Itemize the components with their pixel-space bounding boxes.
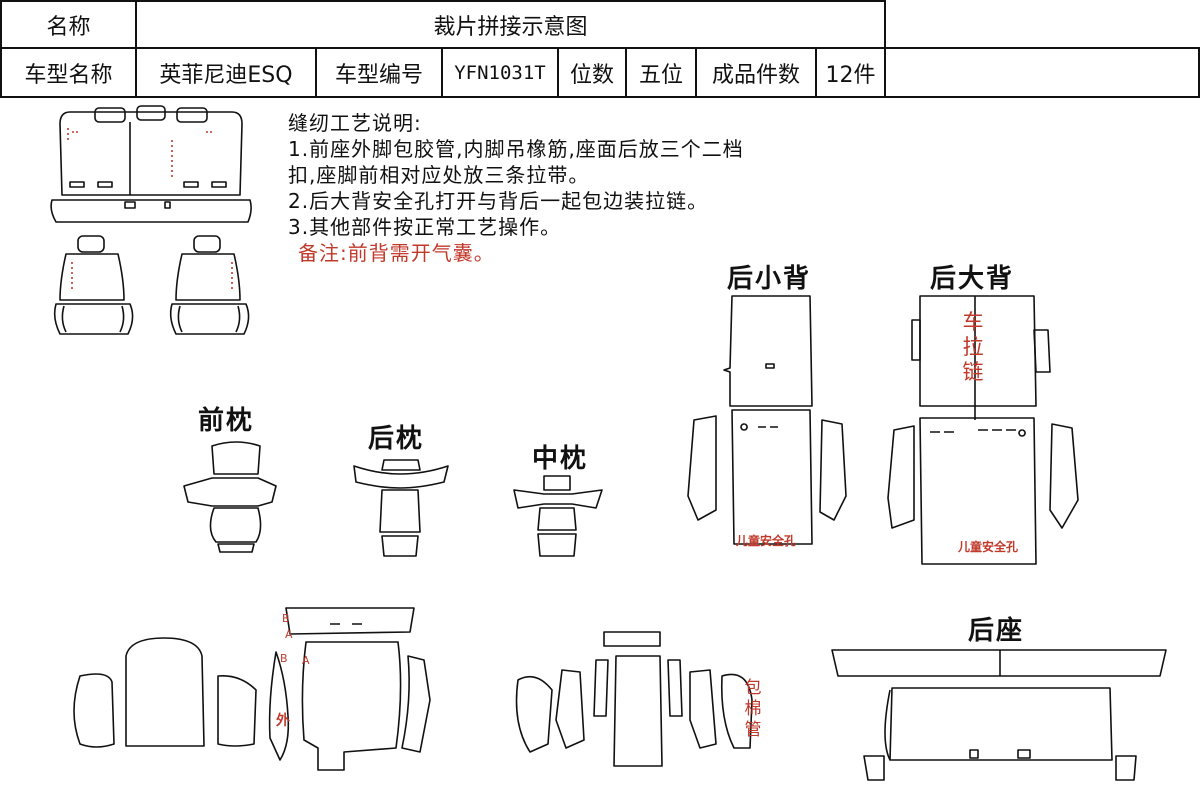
rear-small-back-pattern (687, 295, 847, 545)
spec-header-table: 名称 裁片拼接示意图 车型名称 英菲尼迪ESQ 车型编号 YFN1031T 位数… (0, 0, 1200, 98)
model-no-label: 车型编号 (334, 62, 423, 88)
mark-a-top: A (285, 628, 293, 641)
seats-cell: 五位 (625, 47, 697, 98)
front-seat-left-thumbnail (53, 235, 134, 335)
sewing-notes: 缝纫工艺说明: 1.前座外脚包胶管,内脚吊橡筋,座面后放三个二档 扣,座脚前相对… (288, 110, 868, 266)
rear-seat-pattern (831, 649, 1167, 781)
notes-line-4: 3.其他部件按正常工艺操作。 (288, 215, 562, 239)
header-empty-cell (884, 47, 1200, 98)
front-pillow-label: 前枕 (198, 406, 255, 436)
model-name-cell: 英菲尼迪ESQ (135, 47, 317, 98)
middle-pillow-label: 中枕 (532, 444, 589, 474)
rear-small-back-label: 后小背 (727, 264, 812, 294)
rear-pillow-label: 后枕 (368, 424, 425, 454)
rear-large-back-pattern (887, 295, 1079, 565)
seats-label-cell: 位数 (557, 47, 627, 98)
mark-b-top: B (282, 612, 290, 625)
zipper-label: 车 拉 链 (962, 310, 984, 384)
notes-line-3: 2.后大背安全孔打开与背后一起包边装拉链。 (288, 189, 709, 213)
mark-b-side: B (280, 652, 288, 665)
name-label: 名称 (46, 14, 91, 40)
model-name-value: 英菲尼迪ESQ (159, 62, 293, 88)
front-pillow-pattern (183, 441, 277, 553)
child-hole-small-label: 儿童安全孔 (736, 534, 797, 548)
child-hole-large-label: 儿童安全孔 (958, 540, 1019, 554)
notes-heading: 缝纫工艺说明: (288, 111, 422, 135)
outer-side-label: 外 (276, 713, 290, 729)
model-name-label: 车型名称 (24, 62, 113, 88)
mark-a-side: A (302, 654, 310, 667)
center-seat-pattern (515, 631, 753, 767)
count-value: 12件 (825, 62, 876, 88)
count-label-cell: 成品件数 (695, 47, 817, 98)
piping-label: 包 棉 管 (744, 678, 762, 740)
model-no-cell: YFN1031T (441, 47, 559, 98)
notes-line-2: 扣,座脚前相对应处放三条拉带。 (288, 163, 590, 187)
seats-value: 五位 (638, 62, 683, 88)
rear-seat-label: 后座 (968, 616, 1025, 646)
notes-line-1: 1.前座外脚包胶管,内脚吊橡筋,座面后放三个二档 (288, 137, 744, 161)
rear-bench-thumbnail (50, 105, 252, 223)
model-no-label-cell: 车型编号 (315, 47, 443, 98)
name-label-cell: 名称 (0, 0, 137, 49)
front-seat-pattern (73, 607, 431, 771)
rear-pillow-pattern (353, 459, 449, 557)
notes-remark: 备注:前背需开气囊。 (298, 241, 495, 265)
front-seat-right-thumbnail (169, 235, 250, 335)
model-no-value: YFN1031T (454, 61, 546, 84)
page-title: 裁片拼接示意图 (433, 14, 588, 40)
rear-large-back-label: 后大背 (930, 264, 1015, 294)
model-name-label-cell: 车型名称 (0, 47, 137, 98)
seats-label: 位数 (569, 62, 614, 88)
count-label: 成品件数 (711, 62, 800, 88)
middle-pillow-pattern (513, 475, 603, 557)
